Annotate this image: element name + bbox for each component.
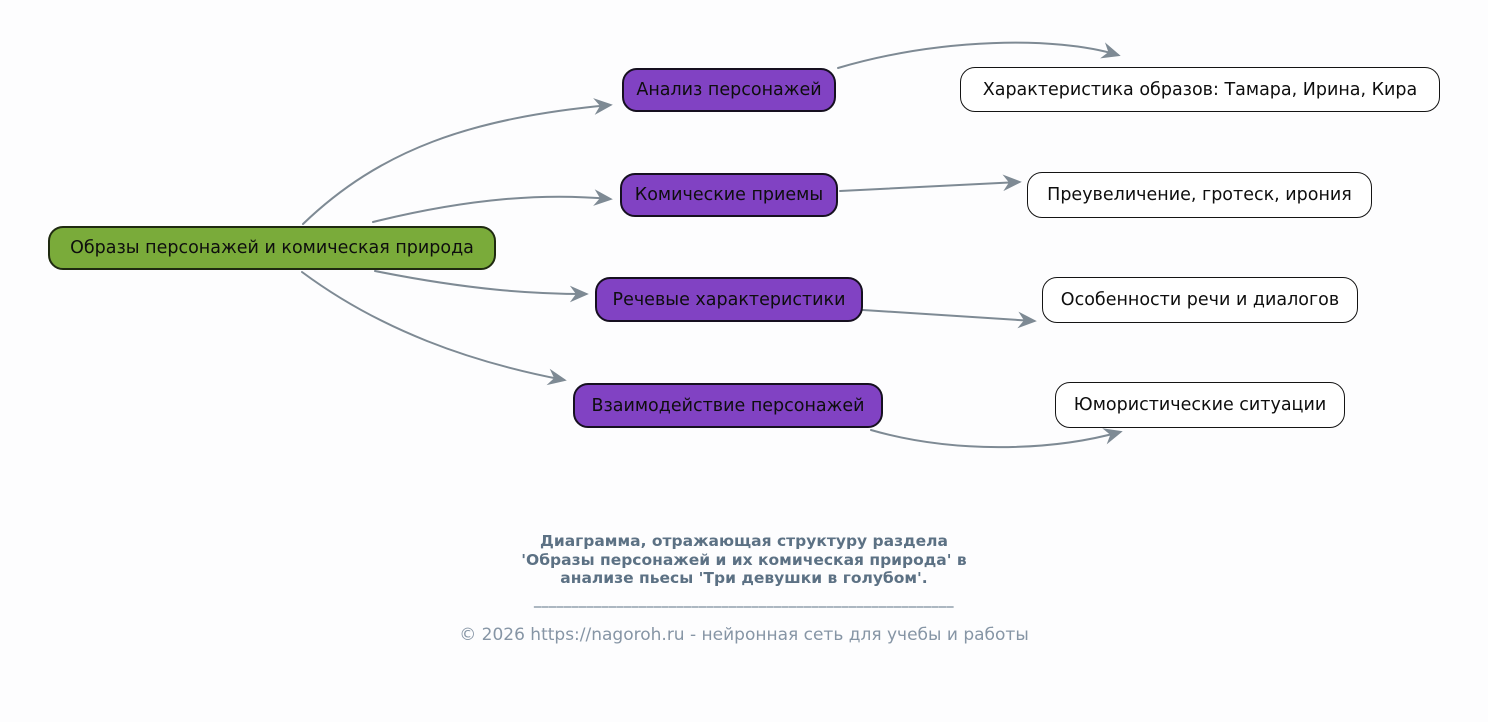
leaf-node-4: Юмористические ситуации bbox=[1055, 382, 1345, 428]
caption-divider-line: ________________________________________… bbox=[534, 592, 954, 608]
leaf-node-1: Характеристика образов: Тамара, Ирина, К… bbox=[960, 67, 1440, 112]
caption-line-1: Диаграмма, отражающая структуру раздела bbox=[540, 532, 948, 550]
edge-branch-1-to-leaf-1 bbox=[837, 41, 1121, 69]
edge-root-to-branch-3 bbox=[374, 270, 589, 303]
leaf-node-3: Особенности речи и диалогов bbox=[1042, 277, 1358, 323]
edge-branch-2-to-leaf-2 bbox=[839, 174, 1022, 192]
root-node: Образы персонажей и комическая природа bbox=[48, 226, 496, 270]
leaf-node-2: Преувеличение, гротеск, ирония bbox=[1027, 172, 1372, 218]
edge-root-to-branch-1 bbox=[302, 98, 613, 225]
branch-node-4: Взаимодействие персонажей bbox=[573, 383, 883, 428]
caption-line-3: анализе пьесы 'Три девушки в голубом'. bbox=[560, 569, 928, 587]
branch-node-2: Комические приемы bbox=[620, 173, 838, 217]
edge-root-to-branch-4 bbox=[301, 271, 567, 386]
caption-line-2: 'Образы персонажей и их комическая приро… bbox=[521, 550, 967, 569]
branch-node-3: Речевые характеристики bbox=[595, 277, 863, 322]
edge-branch-4-to-leaf-4 bbox=[870, 428, 1123, 449]
diagram-caption: Диаграмма, отражающая структуру раздела … bbox=[372, 532, 1116, 588]
branch-node-1: Анализ персонажей bbox=[622, 68, 836, 112]
footer-copyright: © 2026 https://nagoroh.ru - нейронная се… bbox=[459, 625, 1029, 645]
edge-branch-3-to-leaf-3 bbox=[862, 309, 1037, 329]
edge-root-to-branch-2 bbox=[372, 189, 613, 223]
